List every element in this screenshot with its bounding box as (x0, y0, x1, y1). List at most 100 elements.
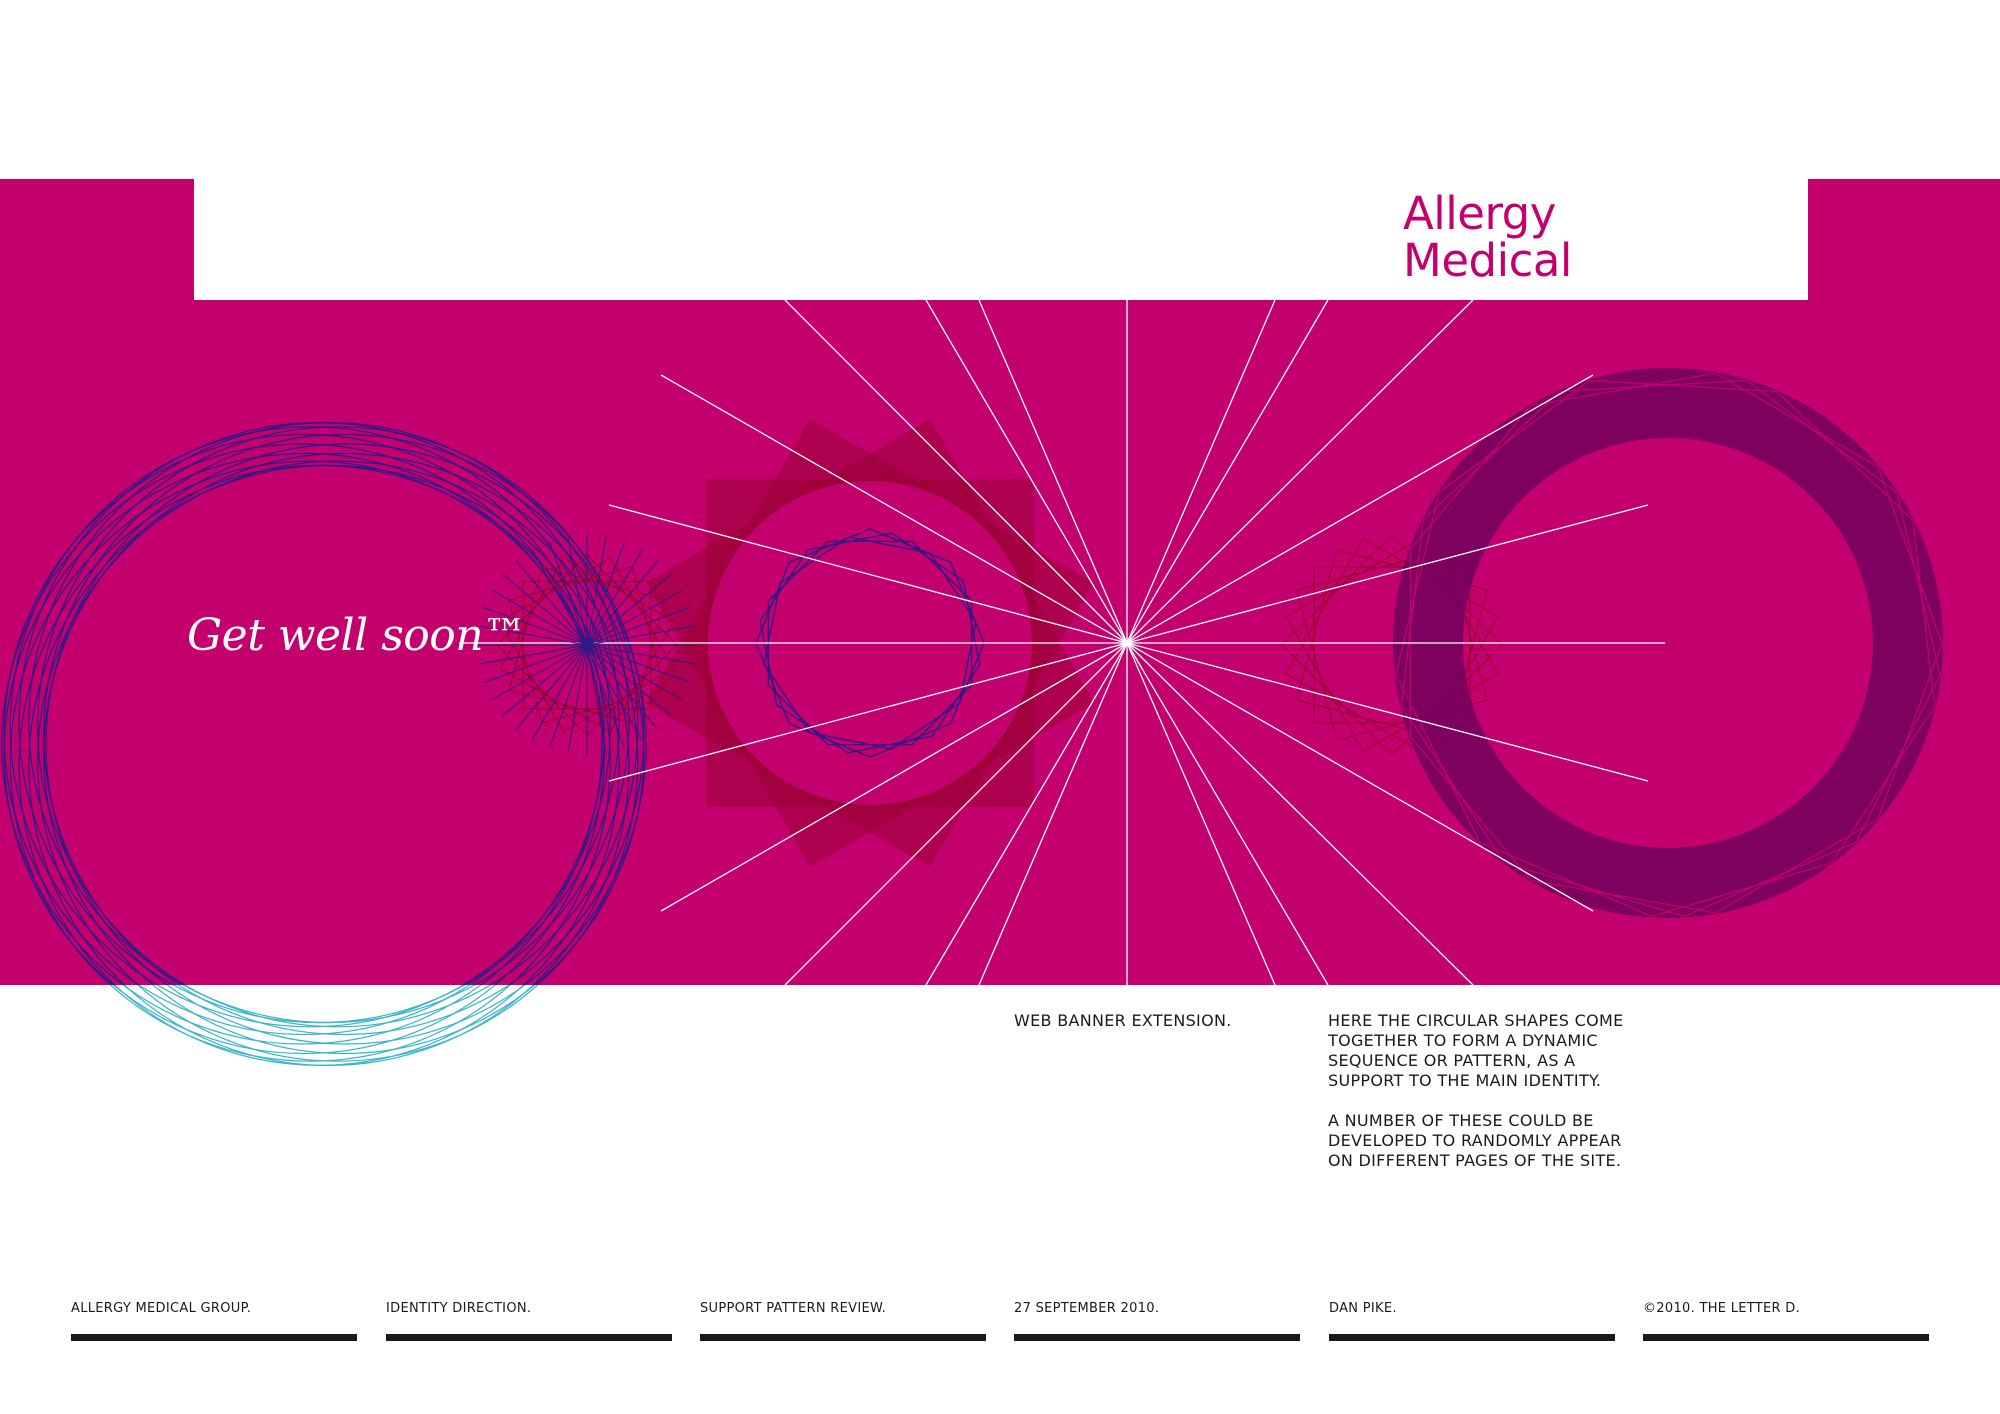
navy-ray (586, 644, 683, 701)
spiro-circle (166, 985, 526, 1045)
navy-ray (586, 536, 607, 646)
logo-line-2: Medical (1403, 234, 1572, 287)
white-ray (608, 504, 1128, 644)
ring-facet (1400, 379, 1941, 918)
footer-project: IDENTITY DIRECTION. (386, 1301, 532, 1316)
rosette-square (1313, 566, 1471, 724)
navy-ray (515, 644, 588, 730)
spiro-circle (177, 985, 510, 1036)
navy-ray (586, 644, 696, 665)
white-ray (784, 299, 1128, 644)
navy-ray (491, 644, 588, 701)
navy-ray (586, 549, 643, 646)
footer-rule (1329, 1334, 1615, 1341)
white-ray (1126, 374, 1594, 644)
rosette-square (499, 557, 675, 733)
footer-rule (1014, 1334, 1300, 1341)
small-rosette-patterns (496, 534, 1503, 756)
white-ray (1126, 504, 1649, 644)
spiro-circle (9, 426, 611, 985)
navy-ray (586, 644, 672, 717)
white-ray (1126, 299, 1329, 644)
footer-rule (1643, 1334, 1929, 1341)
navy-ray (586, 644, 691, 684)
spiro-circle (43, 452, 645, 985)
navy-ray (502, 644, 588, 717)
spiro-circle (37, 426, 639, 985)
spiro-circle (137, 985, 539, 1062)
navy-ray (586, 625, 696, 646)
white-ray (978, 299, 1128, 644)
white-ray (1126, 299, 1474, 644)
navy-ray (515, 560, 588, 646)
white-ray (784, 642, 1128, 986)
white-ray (925, 299, 1128, 644)
footer-rule (71, 1334, 357, 1341)
navy-ray (531, 549, 588, 646)
rosette-square (1284, 537, 1500, 753)
navy-ray (567, 536, 588, 646)
navy-ray (586, 541, 626, 646)
navy-ray (483, 606, 588, 646)
white-ray (660, 374, 1128, 644)
white-ray (608, 642, 1128, 782)
spiro-circle (113, 985, 525, 1066)
spiro-circle (9, 460, 611, 985)
navy-ray (586, 606, 691, 646)
footer-date: 27 SEPTEMBER 2010. (1014, 1301, 1160, 1316)
caption-paragraph: A NUMBER OF THESE COULD BE DEVELOPED TO … (1328, 1111, 1622, 1170)
white-ray (978, 642, 1128, 986)
rosette-square (499, 557, 675, 733)
navy-ray (531, 644, 588, 741)
footer-rule (700, 1334, 986, 1341)
purple-ring-pattern (1393, 368, 1943, 918)
footer-rule (386, 1334, 672, 1341)
navy-ray (483, 644, 588, 684)
brand-logo: Allergy Medical (1403, 190, 1572, 284)
footer-copyright: ©2010. THE LETTER D. (1643, 1301, 1801, 1316)
white-ray (660, 642, 1128, 912)
footer-subject: SUPPORT PATTERN REVIEW. (700, 1301, 887, 1316)
navy-ray (478, 644, 588, 665)
navy-ray (548, 644, 588, 749)
rosette-square (522, 580, 652, 710)
navy-ray (548, 541, 588, 646)
rosette-square (1295, 548, 1489, 742)
white-ray (1126, 642, 1594, 912)
footer-client: ALLERGY MEDICAL GROUP. (71, 1301, 252, 1316)
spiro-circle (37, 460, 639, 985)
caption-body: HERE THE CIRCULAR SHAPES COME TOGETHER T… (1328, 1011, 1648, 1191)
spiro-circle (152, 985, 536, 1055)
navy-ray (478, 625, 588, 646)
spiro-circle (18, 464, 620, 985)
navy-ray (586, 573, 672, 646)
white-ray (1126, 642, 1276, 986)
spiro-circle (3, 452, 605, 985)
navy-ray (502, 573, 588, 646)
spiro-circle (156, 985, 465, 1028)
navy-octagon (759, 532, 981, 754)
spiro-circle (109, 985, 511, 1062)
navy-ray-burst (477, 535, 697, 755)
spiro-circle (182, 985, 476, 1024)
banner-tagline: Get well soon™ (187, 610, 527, 661)
spiro-circle (45, 443, 647, 985)
ring-facet (1395, 379, 1936, 918)
caption-title: WEB BANNER EXTENSION. (1014, 1011, 1232, 1030)
spiro-circle (3, 433, 605, 985)
banner-header-strip (194, 179, 1808, 300)
spiro-circle (112, 985, 496, 1055)
white-ray (1126, 642, 1329, 986)
navy-ray (491, 589, 588, 646)
caption-paragraph: HERE THE CIRCULAR SHAPES COME TOGETHER T… (1328, 1011, 1624, 1090)
white-ray (1126, 642, 1474, 986)
white-ray (1126, 299, 1276, 644)
navy-ray (586, 644, 626, 749)
white-ray (925, 642, 1128, 986)
navy-ray (586, 644, 643, 741)
white-ray (1126, 642, 1649, 782)
spiro-circle (43, 433, 645, 985)
spiro-circle (1, 443, 603, 985)
left-spirograph-overflow (109, 985, 539, 1066)
